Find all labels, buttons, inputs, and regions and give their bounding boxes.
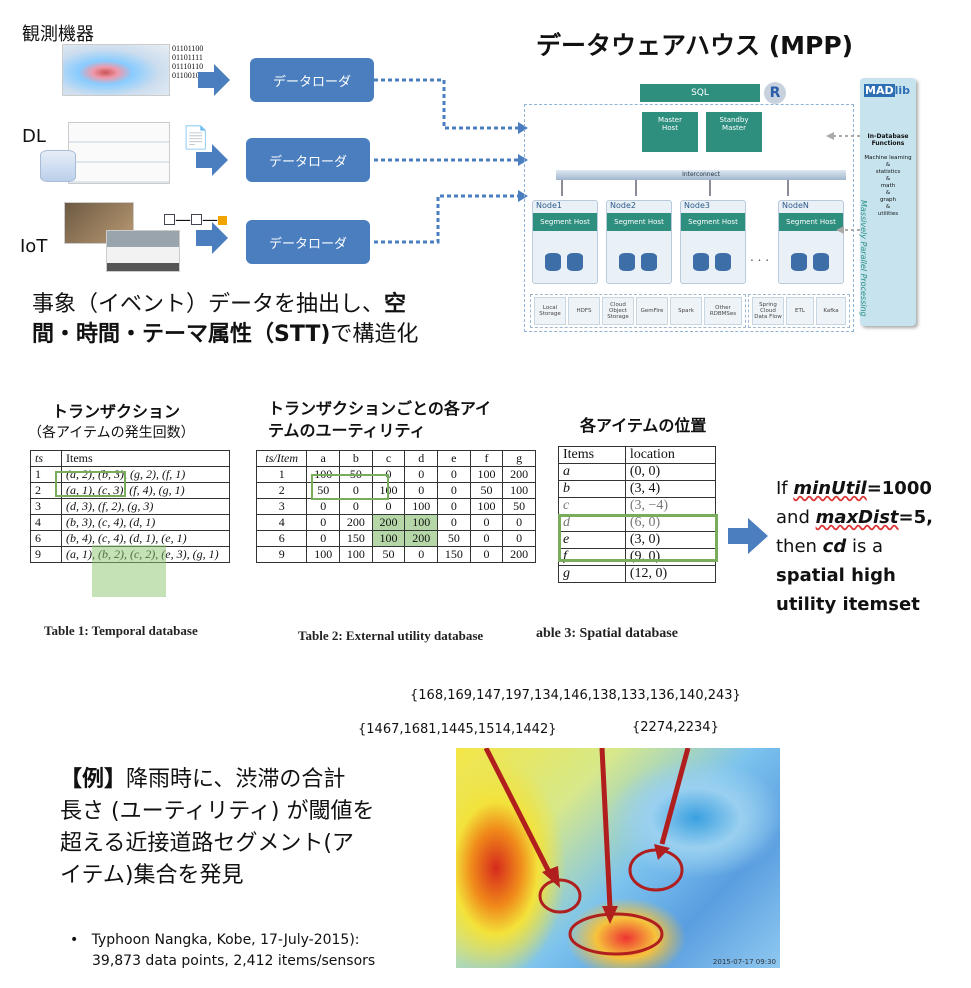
flow-arrows xyxy=(196,64,528,254)
storage-kafka: Kafka xyxy=(816,297,846,325)
storage-spark: Spark xyxy=(670,297,702,325)
iot-car-image xyxy=(106,230,180,272)
interconnect-bar: Interconnect xyxy=(556,170,846,180)
table2-caption: Table 2: External utility database xyxy=(298,628,484,643)
storage-hdfs: HDFS xyxy=(568,297,600,325)
storage-cloud: Cloud Object Storage xyxy=(602,297,634,325)
r-logo-icon: R xyxy=(764,82,786,104)
storage-group-right xyxy=(748,294,850,328)
source-label-dl: DL xyxy=(22,126,46,147)
data-loader-2: データローダ xyxy=(246,138,370,182)
node-ellipsis: . . . xyxy=(750,250,770,264)
stt-description: 事象（イベント）データを抽出し、空 間・時間・テーマ属性（STT)で構造化 xyxy=(32,292,419,347)
map-annotations xyxy=(483,748,691,956)
document-icon: 📄 xyxy=(182,126,210,151)
map-timestamp: 2015-07-17 09:30 xyxy=(712,958,776,966)
madlib-title: In-Database Functions xyxy=(867,133,909,147)
master-host: Master Host xyxy=(642,112,698,152)
storage-rdbms: Other RDBMSes xyxy=(704,297,742,325)
table1-caption: Table 1: Temporal database xyxy=(44,623,198,638)
table1-highlight-cd xyxy=(92,545,166,597)
storage-etl: ETL xyxy=(786,297,814,325)
sql-bar: SQL xyxy=(640,84,760,102)
table3-highlight-cd xyxy=(558,514,718,562)
table1-highlight-box xyxy=(55,471,126,497)
madlib-arrows xyxy=(826,132,860,234)
database-icon xyxy=(40,150,76,182)
table2-title: トランザクションごとの各アイ テムのユーティリティ xyxy=(268,399,492,440)
table1-subtitle: （各アイテムの発生回数） xyxy=(28,425,195,441)
storage-group-left xyxy=(530,294,746,328)
dl-screens-image xyxy=(68,122,170,184)
madlib-items: Machine learning & statistics & math & g… xyxy=(864,155,912,217)
dw-frame xyxy=(524,104,854,332)
table3-caption: able 3: Spatial database xyxy=(536,626,678,641)
interconnect-lines xyxy=(561,180,789,196)
result-text: If minUtil=1000 and maxDist=5, then cd i… xyxy=(776,478,933,615)
madlib-panel: MADlib In-Database Functions Machine lea… xyxy=(860,78,916,326)
table1-title: トランザクション xyxy=(52,402,181,421)
data-loader-1: データローダ xyxy=(250,58,374,102)
result-arrow xyxy=(728,518,768,554)
traffic-map: 2015-07-17 09:30 xyxy=(456,748,780,968)
set-right-label: {2274,2234} xyxy=(632,720,719,735)
madlib-logo: MADlib xyxy=(864,84,911,97)
set-left-label: {1467,1681,1445,1514,1442} xyxy=(358,722,557,737)
radar-image xyxy=(62,44,170,96)
storage-gemfire: GemFire xyxy=(636,297,668,325)
table2-highlight-box xyxy=(311,474,389,500)
storage-scdf: Spring Cloud Data Flow xyxy=(752,297,784,325)
example-text: 【例】降雨時に、渋滞の合計 長さ (ユーティリティ) が閾値を 超える近接道路セ… xyxy=(60,767,375,888)
source-label-iot: IoT xyxy=(20,236,48,257)
table3-title: 各アイテムの位置 xyxy=(580,416,707,435)
storage-local: Local Storage xyxy=(534,297,566,325)
data-loader-3: データローダ xyxy=(246,220,370,264)
set-top-label: {168,169,147,197,134,146,138,133,136,140… xyxy=(410,688,741,703)
dw-title: データウェアハウス (MPP) xyxy=(536,31,854,60)
example-bullet: • Typhoon Nangka, Kobe, 17-July-2015): 3… xyxy=(70,932,376,969)
standby-master: Standby Master xyxy=(706,112,762,152)
chain-icon: —— xyxy=(164,210,227,229)
source-label-observation: 観測機器 xyxy=(22,24,94,45)
